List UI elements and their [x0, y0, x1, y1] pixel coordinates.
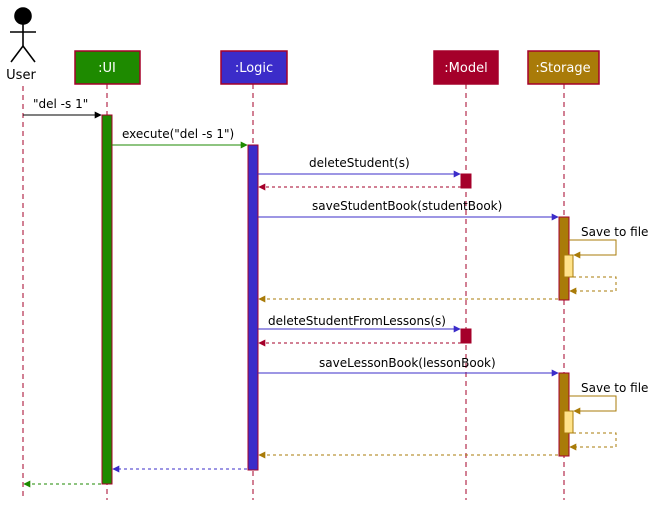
activation-bars — [101, 114, 574, 485]
messages: "del -s 1" execute("del -s 1") deleteStu… — [23, 97, 648, 488]
message-label: Save to file — [581, 381, 648, 395]
message-label: deleteStudent(s) — [309, 156, 410, 170]
participant-ui: :UI — [74, 50, 141, 85]
participant-logic-label: :Logic — [235, 61, 273, 76]
message-label: "del -s 1" — [33, 97, 88, 111]
participant-storage: :Storage — [527, 50, 600, 85]
logic-activation — [247, 144, 259, 471]
message-label: saveStudentBook(studentBook) — [312, 199, 502, 213]
message-label: deleteStudentFromLessons(s) — [268, 314, 446, 328]
self-return-arrow — [569, 276, 617, 295]
self-message-arrow — [569, 395, 617, 415]
self-return-arrow — [569, 432, 617, 451]
participant-model: :Model — [433, 50, 499, 85]
participant-storage-label: :Storage — [535, 61, 590, 76]
stick-figure-icon — [10, 7, 36, 63]
participant-model-label: :Model — [444, 61, 487, 76]
actor-label: User — [6, 68, 36, 83]
user-actor: User — [6, 7, 36, 83]
participant-ui-label: :UI — [98, 61, 116, 76]
participant-storage-box — [527, 50, 600, 85]
participant-ui-box — [74, 50, 141, 85]
storage-self-activation-1 — [563, 254, 574, 278]
participant-logic: :Logic — [220, 50, 288, 85]
participant-model-box — [433, 50, 499, 85]
participant-logic-box — [220, 50, 288, 85]
model-activation-1 — [460, 173, 472, 189]
message-label: saveLessonBook(lessonBook) — [319, 356, 496, 370]
storage-self-activation-2 — [563, 410, 574, 434]
model-activation-2 — [460, 328, 472, 344]
self-message-arrow — [569, 239, 617, 259]
message-label: Save to file — [581, 225, 648, 239]
ui-activation — [101, 114, 113, 485]
message-label: execute("del -s 1") — [122, 127, 234, 141]
